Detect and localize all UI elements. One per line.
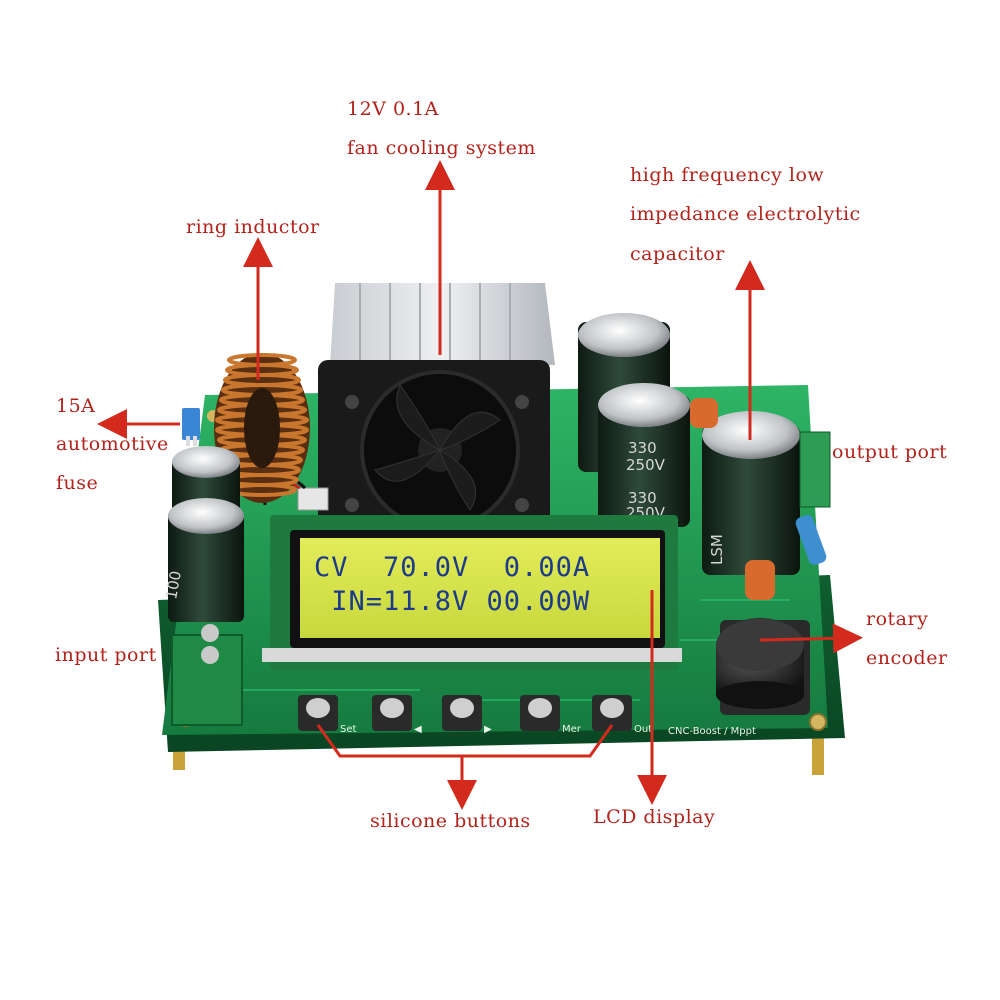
small-capacitor — [690, 398, 718, 428]
ring-inductor — [214, 353, 310, 503]
mount-hole — [809, 713, 827, 731]
label-encoder-line2: encoder — [866, 647, 948, 669]
arrow-buttons-bracket — [316, 724, 614, 758]
resistor — [795, 515, 827, 565]
label-fuse-line2: automotive — [56, 433, 169, 455]
label-fuse-line3: fuse — [56, 472, 99, 494]
input-capacitor: 100 — [162, 498, 244, 622]
svg-text:100: 100 — [162, 569, 185, 600]
silicone-button[interactable]: Out — [592, 695, 652, 735]
svg-text:330: 330 — [628, 439, 657, 457]
button-silkscreen-label: Out — [634, 724, 652, 735]
label-capacitor-line2: impedance electrolytic — [630, 203, 861, 225]
rotary-encoder[interactable] — [716, 618, 810, 715]
standoff — [812, 730, 824, 775]
heatsink — [330, 283, 555, 365]
button-silkscreen-label: ▶ — [484, 724, 492, 735]
label-fan: fan cooling system — [347, 137, 536, 159]
silicone-button[interactable]: ◀ — [372, 695, 422, 735]
lcd-line-2: IN=11.8V 00.00W — [314, 586, 590, 617]
lcd-module: CV 70.0V 0.00A IN=11.8V 00.00W — [262, 515, 682, 670]
output-terminal — [799, 431, 831, 508]
label-output-port: output port — [832, 441, 948, 463]
small-capacitor — [745, 560, 775, 600]
label-fuse-rating: 15A — [56, 395, 96, 417]
svg-text:250V: 250V — [626, 456, 666, 474]
arrow-encoder — [759, 623, 863, 654]
label-silicone-buttons: silicone buttons — [370, 810, 531, 832]
button-silkscreen-label: Mer — [562, 724, 582, 735]
silicone-button[interactable]: Mer — [520, 695, 582, 735]
svg-text:LSM: LSM — [708, 534, 726, 565]
svg-text:330: 330 — [628, 489, 657, 507]
automotive-fuse — [182, 408, 200, 446]
cooling-fan — [260, 360, 550, 532]
button-silkscreen-label: ◀ — [414, 724, 422, 735]
label-encoder-line1: rotary — [866, 608, 929, 630]
silicone-button[interactable]: ▶ — [442, 695, 492, 735]
electrolytic-capacitor: 330 250V 330 250V — [598, 383, 690, 527]
button-silkscreen-label: Set — [340, 724, 357, 735]
lcd-screen — [300, 538, 660, 638]
input-terminal-block — [171, 624, 243, 726]
label-input-port: input port — [55, 644, 157, 666]
label-lcd-display: LCD display — [593, 806, 716, 828]
svg-text:CNC-Boost / Mppt: CNC-Boost / Mppt — [668, 726, 756, 737]
label-capacitor-line3: capacitor — [630, 243, 725, 265]
label-ring-inductor: ring inductor — [186, 216, 320, 238]
label-fan-spec: 12V 0.1A — [347, 98, 439, 120]
button-row: Set ◀ ▶ Mer Out — [298, 695, 652, 735]
annotation-arrows — [97, 160, 863, 810]
silicone-button[interactable]: Set — [298, 695, 357, 735]
label-capacitor-line1: high frequency low — [630, 164, 825, 186]
lcd-line-1: CV 70.0V 0.00A — [314, 552, 590, 583]
